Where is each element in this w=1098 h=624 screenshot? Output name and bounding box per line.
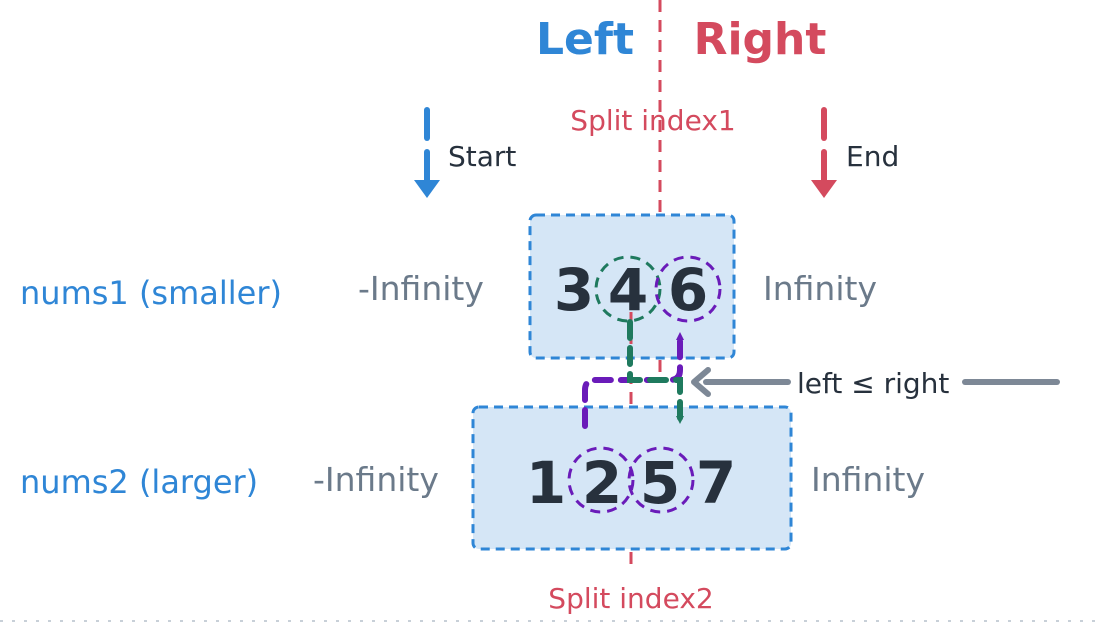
nums2-max-left-circle bbox=[567, 446, 635, 514]
nums2-digit: 7 bbox=[696, 449, 736, 517]
split-index1-label: Split index1 bbox=[570, 104, 735, 137]
start-label: Start bbox=[448, 140, 516, 173]
split-index2-label: Split index2 bbox=[548, 582, 713, 615]
nums2-right-bound: Infinity bbox=[811, 460, 925, 499]
nums1-min-right-circle bbox=[654, 255, 722, 323]
right-header: Right bbox=[694, 14, 827, 65]
nums1-label: nums1 (smaller) bbox=[20, 274, 282, 312]
compare-pointer-arrow-icon bbox=[691, 367, 1060, 397]
nums2-digit: 2 bbox=[582, 449, 622, 517]
nums2-digit: 5 bbox=[640, 449, 680, 517]
green-comparison-arrow bbox=[627, 319, 684, 424]
nums1-digit: 3 bbox=[554, 256, 594, 324]
compare-label: left ≤ right bbox=[797, 367, 949, 400]
end-arrow-icon bbox=[811, 107, 837, 198]
nums1-digit: 4 bbox=[608, 256, 648, 324]
nums2-label: nums2 (larger) bbox=[20, 463, 258, 501]
start-arrow-icon bbox=[414, 107, 440, 198]
nums2-box bbox=[471, 405, 793, 551]
nums1-right-bound: Infinity bbox=[763, 269, 877, 308]
nums1-max-left-circle bbox=[594, 255, 662, 323]
nums2-min-right-circle bbox=[627, 446, 695, 514]
end-label: End bbox=[846, 140, 899, 173]
left-header: Left bbox=[536, 14, 634, 65]
nums1-left-bound: -Infinity bbox=[358, 269, 484, 308]
nums2-digit: 1 bbox=[526, 449, 566, 517]
nums2-left-bound: -Infinity bbox=[313, 460, 439, 499]
nums1-digit: 6 bbox=[668, 256, 708, 324]
